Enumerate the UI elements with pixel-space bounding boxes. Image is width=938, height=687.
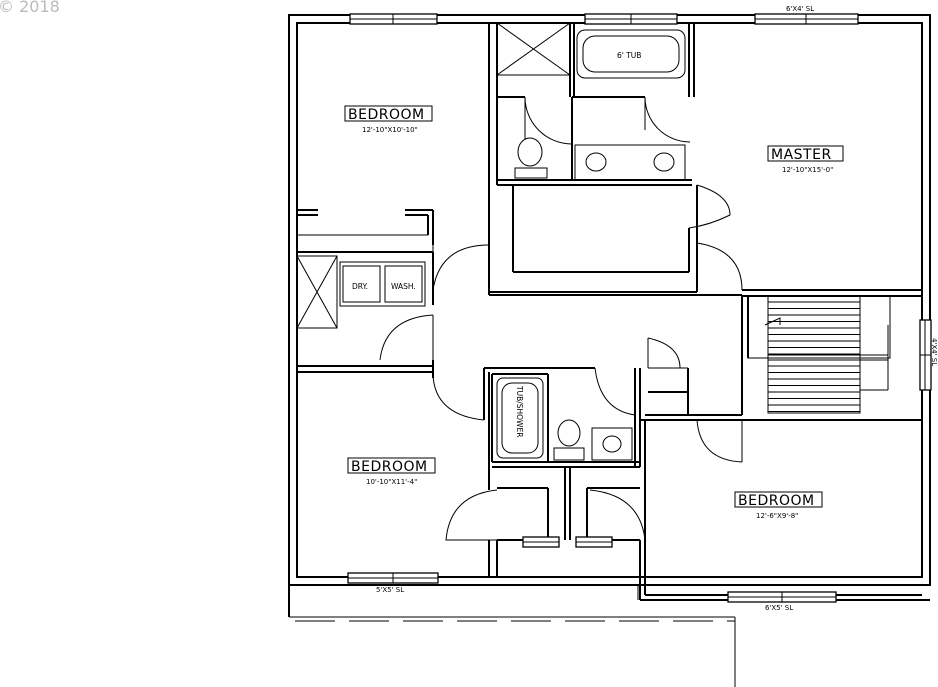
tub-label: 6' TUB — [617, 51, 641, 60]
window-label-top-right: 6'X4' SL — [786, 5, 814, 13]
interior-walls — [296, 23, 930, 601]
stair-arrow — [764, 317, 781, 326]
room-name: BEDROOM — [351, 459, 428, 475]
room-dims: 12'-10"X10'-10" — [362, 126, 418, 134]
room-bedroom-se: BEDROOM 12'-6"X9'-8" — [734, 491, 823, 520]
laundry-fixtures: DRY. WASH. — [339, 261, 426, 307]
room-master: MASTER 12'-10"X15'-0" — [767, 145, 844, 174]
copyright-watermark: © 2018 — [0, 0, 60, 16]
room-dims: 12'-6"X9'-8" — [756, 512, 798, 520]
room-dims: 12'-10"X15'-0" — [782, 166, 833, 174]
hall-bath-fixtures: TUB/SHOWER — [496, 377, 633, 461]
room-name: MASTER — [771, 147, 832, 163]
washer-label: WASH. — [391, 282, 416, 291]
room-bedroom-sw: BEDROOM 10'-10"X11'-4" — [347, 457, 436, 486]
stair-treads — [768, 301, 860, 412]
window-label-bottom-left: 5'X5' SL — [376, 586, 404, 594]
tub-shower-label: TUB/SHOWER — [515, 385, 524, 437]
room-bedroom-nw: BEDROOM 12'-10"X10'-10" — [344, 105, 433, 134]
dryer-label: DRY. — [352, 282, 368, 291]
doors — [379, 96, 743, 541]
window-label-right: 4'X4' SL — [930, 338, 938, 366]
room-dims: 10'-10"X11'-4" — [366, 478, 417, 486]
staircase — [747, 295, 891, 414]
windows — [347, 13, 932, 603]
room-name: BEDROOM — [738, 493, 815, 509]
master-bath-fixtures: 6' TUB — [496, 22, 686, 181]
room-name: BEDROOM — [348, 107, 425, 123]
window-label-bottom-right: 6'X5' SL — [765, 604, 793, 612]
